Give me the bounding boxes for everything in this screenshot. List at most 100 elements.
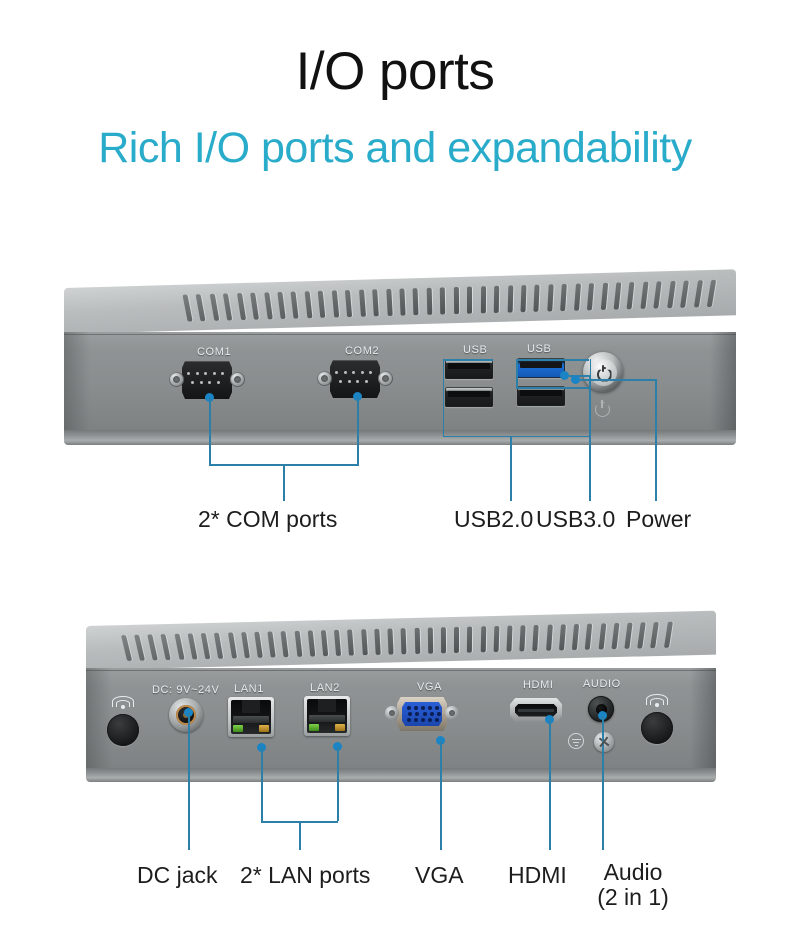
port-usb30[interactable] (517, 358, 565, 378)
vent-fin (214, 632, 224, 658)
rear-vent-group (86, 611, 716, 670)
callout-drop-lan (299, 821, 301, 850)
wifi-icon-left (112, 696, 134, 710)
vent-fin (653, 281, 663, 309)
power-button-inner (589, 358, 617, 386)
vent-fin (613, 282, 622, 310)
lan1-tab (242, 700, 260, 713)
silk-com1: COM1 (197, 346, 232, 358)
db9-pin (195, 372, 199, 375)
port-lan1[interactable] (228, 697, 274, 737)
vent-fin (571, 623, 580, 650)
vent-fin (558, 623, 566, 650)
vga-pin-hole (406, 706, 411, 710)
vent-fin (507, 285, 513, 313)
hdmi-mouth (515, 703, 557, 717)
vga-pin-hole (413, 718, 418, 722)
dc-jack-hole (176, 705, 196, 725)
db9-pin (187, 372, 190, 375)
vent-fin (650, 621, 660, 648)
power-etched-icon (595, 400, 610, 417)
lan1-led-amber (259, 725, 269, 732)
vent-fin (412, 288, 419, 316)
vent-fin (263, 292, 273, 320)
vga-pin-hole (413, 706, 418, 710)
callout-label-lan-ports: 2* LAN ports (240, 862, 371, 888)
vent-fin (374, 628, 381, 655)
port-hdmi[interactable] (510, 698, 562, 722)
vent-fin (440, 287, 446, 315)
vga-pin-hole (420, 706, 425, 710)
vent-fin (400, 627, 407, 654)
db9-pin (364, 380, 368, 383)
db9-pin (339, 380, 343, 383)
vent-fin (250, 292, 260, 320)
vent-fin (187, 633, 198, 659)
lan2-bar (309, 715, 345, 723)
lan2-led-amber (335, 724, 345, 731)
vga-pin-hole (428, 718, 433, 722)
port-com2[interactable] (317, 360, 393, 398)
vent-fin (290, 291, 300, 319)
callout-label-audio-line1: Audio (603, 859, 663, 885)
vent-fin (427, 627, 433, 653)
vent-fin (254, 631, 263, 657)
port-usb20-top-left[interactable] (445, 359, 493, 379)
lan1-bar (233, 716, 269, 724)
callout-label-usb20: USB2.0 (454, 506, 534, 532)
vent-fin (520, 285, 527, 313)
vga-pin-hole (420, 718, 425, 722)
db9-pin (369, 371, 372, 374)
vent-fin (532, 624, 540, 651)
silk-audio: AUDIO (583, 678, 621, 690)
vent-fin (480, 625, 486, 652)
db9-pin (343, 371, 347, 374)
vent-fin (267, 631, 276, 657)
db9-pin (216, 381, 220, 384)
vent-fin (663, 621, 673, 648)
com2-pins (335, 371, 375, 388)
port-audio[interactable] (588, 696, 614, 722)
rear-panel-device: DC: 9V~24V LAN1 LAN2 VGA HDMI AUDIO (86, 610, 716, 782)
vga-pin-hole (435, 718, 440, 722)
vga-pin-hole (429, 712, 434, 716)
db9-pin (204, 372, 207, 375)
vent-fin (174, 633, 185, 659)
vga-pin-hole (436, 712, 441, 716)
vga-pin-hole (408, 712, 413, 716)
db9-pin (352, 371, 355, 374)
vga-pin-hole (406, 718, 411, 722)
port-dc-jack[interactable] (169, 698, 203, 732)
vent-fin (182, 294, 193, 322)
antenna-hole-left[interactable] (107, 714, 139, 746)
port-lan2[interactable] (304, 696, 350, 736)
silk-vga: VGA (417, 681, 443, 693)
wifi-icon-right (646, 694, 668, 708)
vga-insert (402, 702, 442, 726)
vent-fin (454, 626, 460, 653)
vent-fin (506, 625, 513, 651)
front-face-shade-right (710, 332, 736, 430)
vent-fin (134, 634, 145, 660)
port-vga[interactable] (385, 697, 459, 731)
vent-fin (573, 283, 581, 311)
port-usb20-bottom-left[interactable] (445, 387, 493, 407)
vga-screw-right (445, 706, 459, 720)
vent-fin (360, 628, 368, 655)
port-com1[interactable] (169, 361, 245, 399)
vent-fin (426, 287, 433, 315)
rear-face-seam (86, 670, 716, 671)
lan1-led-green (233, 725, 243, 732)
db9-pin (212, 372, 216, 375)
antenna-hole-right[interactable] (641, 712, 673, 744)
rear-chassis-lip (86, 768, 716, 782)
page-subtitle: Rich I/O ports and expandability (98, 124, 692, 172)
silk-hdmi: HDMI (523, 679, 554, 691)
vent-fin (318, 290, 326, 318)
vent-fin (493, 625, 500, 652)
vent-fin (240, 631, 250, 658)
rear-face-shade-left (86, 668, 112, 768)
power-button[interactable] (583, 352, 623, 392)
db9-pin (199, 381, 203, 384)
port-usb20-bottom-right[interactable] (517, 386, 565, 406)
